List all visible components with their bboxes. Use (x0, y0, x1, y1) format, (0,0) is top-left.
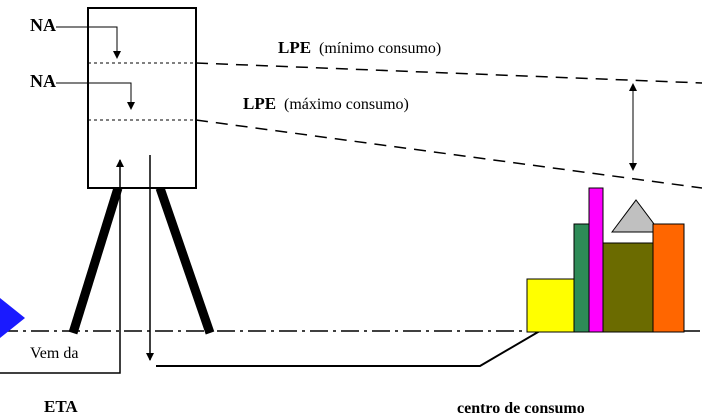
building-roof (611, 199, 661, 233)
building-orange (652, 223, 685, 333)
lpe-max-line (195, 119, 702, 189)
building-green (573, 223, 590, 333)
na-bottom-label: NA (30, 71, 56, 91)
reservoir-tank (87, 7, 197, 189)
inflow-arrow-icon (0, 298, 25, 338)
tower-leg-left (68, 186, 123, 335)
consumption-center-buildings (526, 187, 685, 333)
tower-leg-right (155, 186, 215, 335)
lpe-max-label: LPE (243, 94, 276, 113)
inflow-pipe (0, 159, 124, 374)
eta-label: ETA (44, 397, 78, 415)
building-yellow (526, 278, 576, 333)
inflow-label: Vem da (30, 345, 78, 362)
na-top-leader (56, 26, 121, 59)
na-bottom-leader (56, 82, 135, 110)
building-olive (602, 242, 654, 333)
lpe-min-label: LPE (278, 38, 311, 57)
consumption-center-label: centro de consumo (457, 400, 585, 415)
lpe-min-note: (mínimo consumo) (319, 40, 441, 57)
lpe-min-line (195, 62, 702, 84)
building-magenta (588, 187, 604, 333)
na-top-label: NA (30, 15, 56, 35)
lpe-max-note: (máximo consumo) (284, 96, 409, 113)
